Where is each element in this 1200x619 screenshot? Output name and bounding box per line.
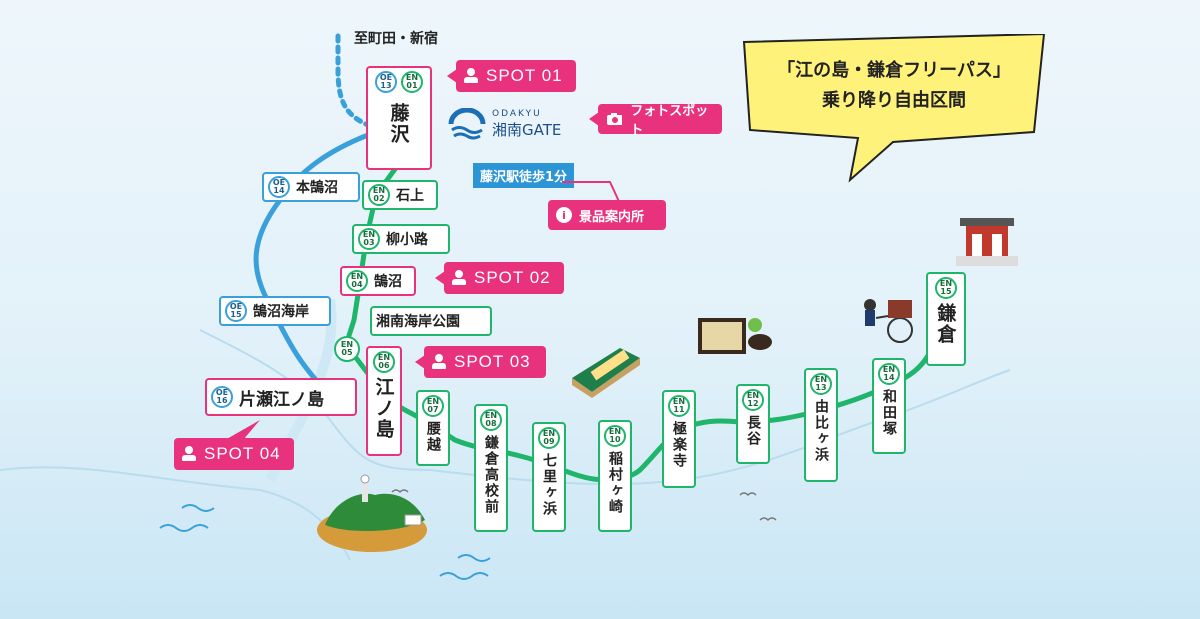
spot-04-tag[interactable]: SPOT 04 <box>174 438 294 470</box>
logo-brand-small: ODAKYU <box>492 108 542 119</box>
station-shonan-kaigan-koen-label[interactable]: 湘南海岸公園 <box>370 306 492 336</box>
spot-label: SPOT 04 <box>204 444 281 463</box>
waves-icon <box>159 504 491 580</box>
station-name: 本鵠沼 <box>296 180 338 196</box>
free-pass-callout: 「江の島・鎌倉フリーパス」 乗り降り自由区間 <box>738 34 1050 183</box>
stamp-icon <box>452 270 466 286</box>
enoshima-island-icon <box>317 474 427 552</box>
walk-note-label: 藤沢駅徒歩1分 <box>473 163 575 188</box>
station-name: 由比ヶ浜 <box>813 399 829 463</box>
station-name: 柳小路 <box>386 232 428 248</box>
stamp-icon <box>432 354 446 370</box>
spot-04-pointer <box>225 420 260 440</box>
callout-subtitle: 乗り降り自由区間 <box>822 90 966 111</box>
station-name: 稲村ヶ崎 <box>607 451 623 515</box>
station-name: 和田塚 <box>881 389 897 437</box>
callout-title: 「江の島・鎌倉フリーパス」 <box>777 60 1011 81</box>
station-name: 湘南海岸公園 <box>376 314 460 330</box>
enoden-tram-icon <box>572 348 640 398</box>
station-name: 鎌倉 <box>934 303 957 345</box>
rickshaw-icon <box>864 299 913 343</box>
prize-center-label: 景品案内所 <box>579 209 645 225</box>
spot-03-tag[interactable]: SPOT 03 <box>415 346 546 378</box>
wave-logo-icon <box>448 108 486 140</box>
photo-spot-tag[interactable]: フォトスポット <box>589 104 722 138</box>
stamp-icon <box>464 68 478 84</box>
station-name: 江ノ島 <box>372 377 395 440</box>
spot-label: SPOT 03 <box>454 352 531 371</box>
station-name: 鵠沼海岸 <box>253 304 309 320</box>
stamp-icon <box>182 446 196 462</box>
seagull-icon <box>391 489 777 522</box>
station-name: 鵠沼 <box>374 274 402 290</box>
station-name: 極楽寺 <box>671 421 687 469</box>
spot-01-tag[interactable]: SPOT 01 <box>447 60 576 92</box>
station-name: 腰越 <box>425 421 441 453</box>
temple-gate-icon <box>956 218 1018 266</box>
station-name: 藤沢 <box>387 103 410 145</box>
shonan-gate-logo[interactable]: ODAKYU 湘南GATE <box>448 108 561 140</box>
info-icon: i <box>556 207 572 223</box>
spot-label: SPOT 01 <box>486 66 563 85</box>
soba-icon <box>698 318 772 354</box>
prize-center-tag[interactable]: i 景品案内所 <box>548 200 666 230</box>
station-name: 長谷 <box>745 415 761 447</box>
station-name: 七里ヶ浜 <box>541 453 557 517</box>
callout-bubble-shape <box>742 34 1046 183</box>
station-name: 片瀬江ノ島 <box>239 389 324 410</box>
station-name: 石上 <box>396 188 424 204</box>
logo-brand-name: 湘南GATE <box>492 120 562 139</box>
direction-label: 至町田・新宿 <box>354 31 438 47</box>
spot-02-tag[interactable]: SPOT 02 <box>435 262 564 294</box>
station-name: 鎌倉高校前 <box>483 435 499 515</box>
camera-icon <box>607 113 623 125</box>
connector-line <box>562 181 623 209</box>
photo-spot-label: フォトスポット <box>630 104 709 138</box>
spot-label: SPOT 02 <box>474 268 551 287</box>
